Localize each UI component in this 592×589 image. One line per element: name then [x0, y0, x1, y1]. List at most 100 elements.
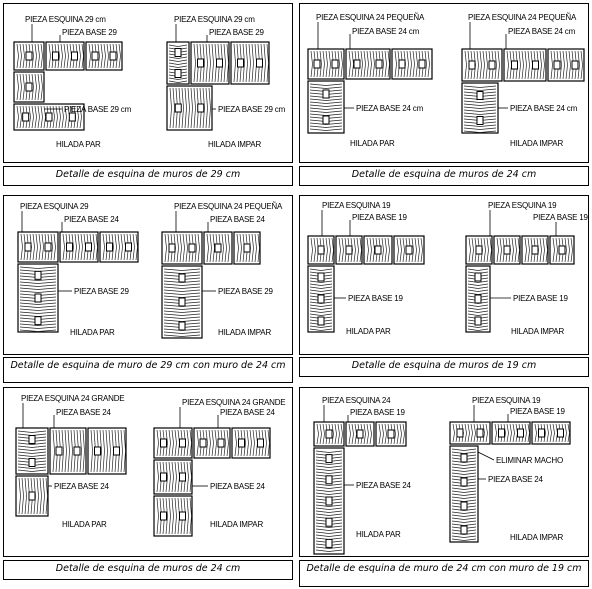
- label-hilada-par: HILADA PAR: [56, 140, 101, 149]
- block-hatch: [90, 429, 126, 473]
- block-hatch: [206, 233, 230, 263]
- block-hatch: [310, 237, 334, 263]
- label-hilada-impar: HILADA IMPAR: [510, 533, 563, 542]
- wall-drawing-impar: [161, 231, 261, 339]
- label-pieza-base-mid-right: PIEZA BASE 24: [488, 475, 544, 484]
- diagram-corner-29-24: PIEZA ESQUINA 29 PIEZA BASE 24 PIEZA BAS…: [17, 202, 283, 339]
- block-hatch: [467, 268, 489, 331]
- wall-drawing-impar: [166, 41, 270, 131]
- wall-block: [166, 41, 190, 85]
- label-pieza-base-top: PIEZA BASE 29: [62, 28, 118, 37]
- wall-block: [231, 427, 271, 459]
- block-hatch: [506, 50, 545, 80]
- label-pieza-base-top-right: PIEZA BASE 29: [209, 28, 265, 37]
- block-hatch: [16, 73, 43, 101]
- label-pieza-base-top-right: PIEZA BASE 24 cm: [508, 27, 576, 36]
- diagram-corner-24: PIEZA ESQUINA 24 PEQUEÑA PIEZA BASE 24 c…: [307, 13, 585, 148]
- label-pieza-base-top-right: PIEZA BASE 24: [210, 215, 266, 224]
- panel-corner-24-grande: PIEZA ESQUINA 24 GRANDE PIEZA BASE 24 PI…: [3, 387, 293, 557]
- label-pieza-esquina: PIEZA ESQUINA 29 cm: [25, 15, 106, 24]
- wall-block: [45, 41, 85, 71]
- block-hatch: [315, 450, 343, 552]
- label-pieza-esquina: PIEZA ESQUINA 24 GRANDE: [21, 394, 124, 403]
- block-hatch: [168, 44, 188, 83]
- block-hatch: [48, 43, 84, 69]
- block-hatch: [496, 237, 520, 263]
- caption-corner-24-19: Detalle de esquina de muro de 24 cm con …: [299, 560, 589, 587]
- label-pieza-esquina: PIEZA ESQUINA 29: [20, 202, 89, 211]
- caption-corner-29: Detalle de esquina de muros de 29 cm: [3, 166, 293, 186]
- label-pieza-base-top: PIEZA BASE 19: [350, 408, 406, 417]
- block-hatch: [378, 423, 405, 445]
- label-pieza-base-mid: PIEZA BASE 29: [74, 287, 130, 296]
- wall-block: [87, 427, 127, 475]
- wall-drawing-par: [15, 427, 127, 517]
- diagram-corner-19: PIEZA ESQUINA 19 PIEZA BASE 19 PIEZA BAS…: [307, 201, 589, 336]
- label-pieza-esquina-right: PIEZA ESQUINA 29 cm: [174, 15, 255, 24]
- label-pieza-base-mid: PIEZA BASE 24 cm: [356, 104, 424, 113]
- block-hatch: [17, 430, 47, 472]
- block-hatch: [236, 233, 260, 263]
- block-hatch: [234, 429, 270, 457]
- wall-block: [153, 427, 193, 459]
- wall-drawing-par: [17, 231, 139, 333]
- label-pieza-esquina: PIEZA ESQUINA 24: [322, 396, 391, 405]
- label-pieza-base-top: PIEZA BASE 24 cm: [352, 27, 420, 36]
- block-hatch: [164, 233, 200, 263]
- block-hatch: [316, 423, 343, 445]
- label-pieza-base-top-right: PIEZA BASE 24: [220, 408, 276, 417]
- label-pieza-esquina: PIEZA ESQUINA 19: [322, 201, 391, 210]
- block-hatch: [310, 50, 343, 78]
- caption-corner-24: Detalle de esquina de muros de 24 cm: [299, 166, 589, 186]
- block-hatch: [396, 237, 423, 263]
- caption-corner-24-grande: Detalle de esquina de muros de 24 cm: [3, 560, 293, 580]
- label-pieza-esquina-right: PIEZA ESQUINA 19: [488, 201, 557, 210]
- block-hatch: [62, 233, 98, 261]
- label-pieza-base-mid-right: PIEZA BASE 29 cm: [218, 105, 286, 114]
- wall-block: [449, 421, 491, 445]
- block-hatch: [550, 50, 583, 80]
- label-pieza-base-mid-right: PIEZA BASE 24: [210, 482, 266, 491]
- block-hatch: [193, 43, 229, 83]
- block-hatch: [20, 233, 56, 261]
- label-pieza-esquina: PIEZA ESQUINA 24 PEQUEÑA: [316, 13, 425, 22]
- wall-block: [153, 459, 193, 495]
- block-hatch: [464, 50, 500, 80]
- block-hatch: [156, 461, 192, 493]
- wall-block: [59, 231, 99, 263]
- block-hatch: [451, 448, 477, 541]
- block-hatch: [463, 85, 497, 133]
- wall-block: [230, 41, 270, 85]
- label-pieza-base-top: PIEZA BASE 24: [56, 408, 112, 417]
- block-hatch: [338, 237, 362, 263]
- block-hatch: [552, 237, 573, 263]
- diagram-corner-24-19: PIEZA ESQUINA 24 PIEZA BASE 19 PIEZA BAS…: [313, 396, 571, 555]
- block-hatch: [52, 429, 85, 473]
- wall-block: [153, 495, 193, 537]
- label-hilada-par: HILADA PAR: [356, 530, 401, 539]
- label-pieza-base-top-right: PIEZA BASE 19: [533, 213, 589, 222]
- wall-drawing-par: [13, 41, 123, 131]
- label-pieza-esquina-right: PIEZA ESQUINA 24 PEQUEÑA: [468, 13, 577, 22]
- wall-block: [99, 231, 139, 263]
- panel-corner-19: PIEZA ESQUINA 19 PIEZA BASE 19 PIEZA BAS…: [299, 195, 589, 355]
- block-hatch: [494, 423, 530, 443]
- label-hilada-impar: HILADA IMPAR: [210, 520, 263, 529]
- label-hilada-par: HILADA PAR: [70, 328, 115, 337]
- label-pieza-base-mid-right: PIEZA BASE 29: [218, 287, 274, 296]
- block-hatch: [102, 233, 138, 261]
- wall-drawing-par: [313, 421, 407, 555]
- wall-drawing-impar: [461, 48, 585, 134]
- caption-corner-19: Detalle de esquina de muros de 19 cm: [299, 357, 589, 377]
- label-pieza-esquina-right: PIEZA ESQUINA 24 PEQUEÑA: [174, 202, 283, 211]
- label-pieza-base-top: PIEZA BASE 24: [64, 215, 120, 224]
- wall-drawing-impar: [465, 235, 575, 333]
- wall-drawing-impar: [449, 421, 571, 543]
- label-hilada-impar: HILADA IMPAR: [510, 139, 563, 148]
- block-hatch: [534, 423, 570, 443]
- label-pieza-esquina-right: PIEZA ESQUINA 19: [472, 396, 541, 405]
- panel-corner-24: PIEZA ESQUINA 24 PEQUEÑA PIEZA BASE 24 c…: [299, 3, 589, 163]
- block-hatch: [348, 50, 390, 78]
- label-eliminar-macho: ELIMINAR MACHO: [496, 456, 563, 465]
- block-hatch: [233, 43, 269, 83]
